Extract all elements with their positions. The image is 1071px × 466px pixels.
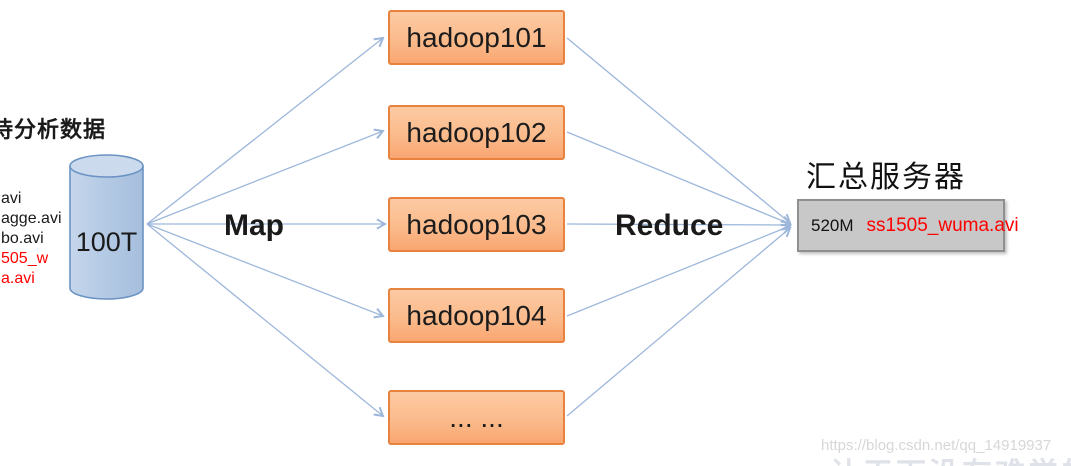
node-hadoop104: hadoop104 <box>388 288 565 343</box>
reduce-arrows <box>566 37 790 417</box>
watermark-calligraphy: 让天下没有难学的技术 <box>830 449 1071 466</box>
source-data-title: 待分析数据 <box>0 117 107 142</box>
node-hadoop103: hadoop103 <box>388 197 565 252</box>
output-filename-label: ss1505_wuma.avi <box>866 214 1019 236</box>
node-label: hadoop101 <box>406 21 547 53</box>
source-file-list: avi agge.avi bo.avi 505_w a.avi <box>1 189 62 289</box>
file-item-highlighted: a.avi <box>1 270 35 287</box>
map-phase-label: Map <box>224 209 284 242</box>
source-cylinder-icon <box>69 154 144 300</box>
file-item-highlighted: 505_w <box>1 250 49 267</box>
cylinder-size-label: 100T <box>75 227 138 257</box>
summary-server-box: 520M ss1505_wuma.avi <box>797 199 1019 252</box>
node-label: hadoop103 <box>406 208 547 240</box>
node-label: ... ... <box>449 401 504 433</box>
summary-server-title: 汇总服务器 <box>806 161 966 194</box>
node-ellipsis: ... ... <box>388 390 565 445</box>
node-hadoop101: hadoop101 <box>388 10 565 65</box>
reduce-phase-label: Reduce <box>615 209 724 242</box>
node-hadoop102: hadoop102 <box>388 105 565 160</box>
file-item: bo.avi <box>1 230 44 247</box>
map-arrows <box>146 38 385 416</box>
node-label: hadoop102 <box>406 116 547 148</box>
watermark-url: https://blog.csdn.net/qq_14919937 <box>821 437 1052 454</box>
node-label: hadoop104 <box>406 299 547 331</box>
output-size-label: 520M <box>811 215 854 235</box>
file-item: avi <box>1 190 22 207</box>
file-item: agge.avi <box>1 210 62 227</box>
